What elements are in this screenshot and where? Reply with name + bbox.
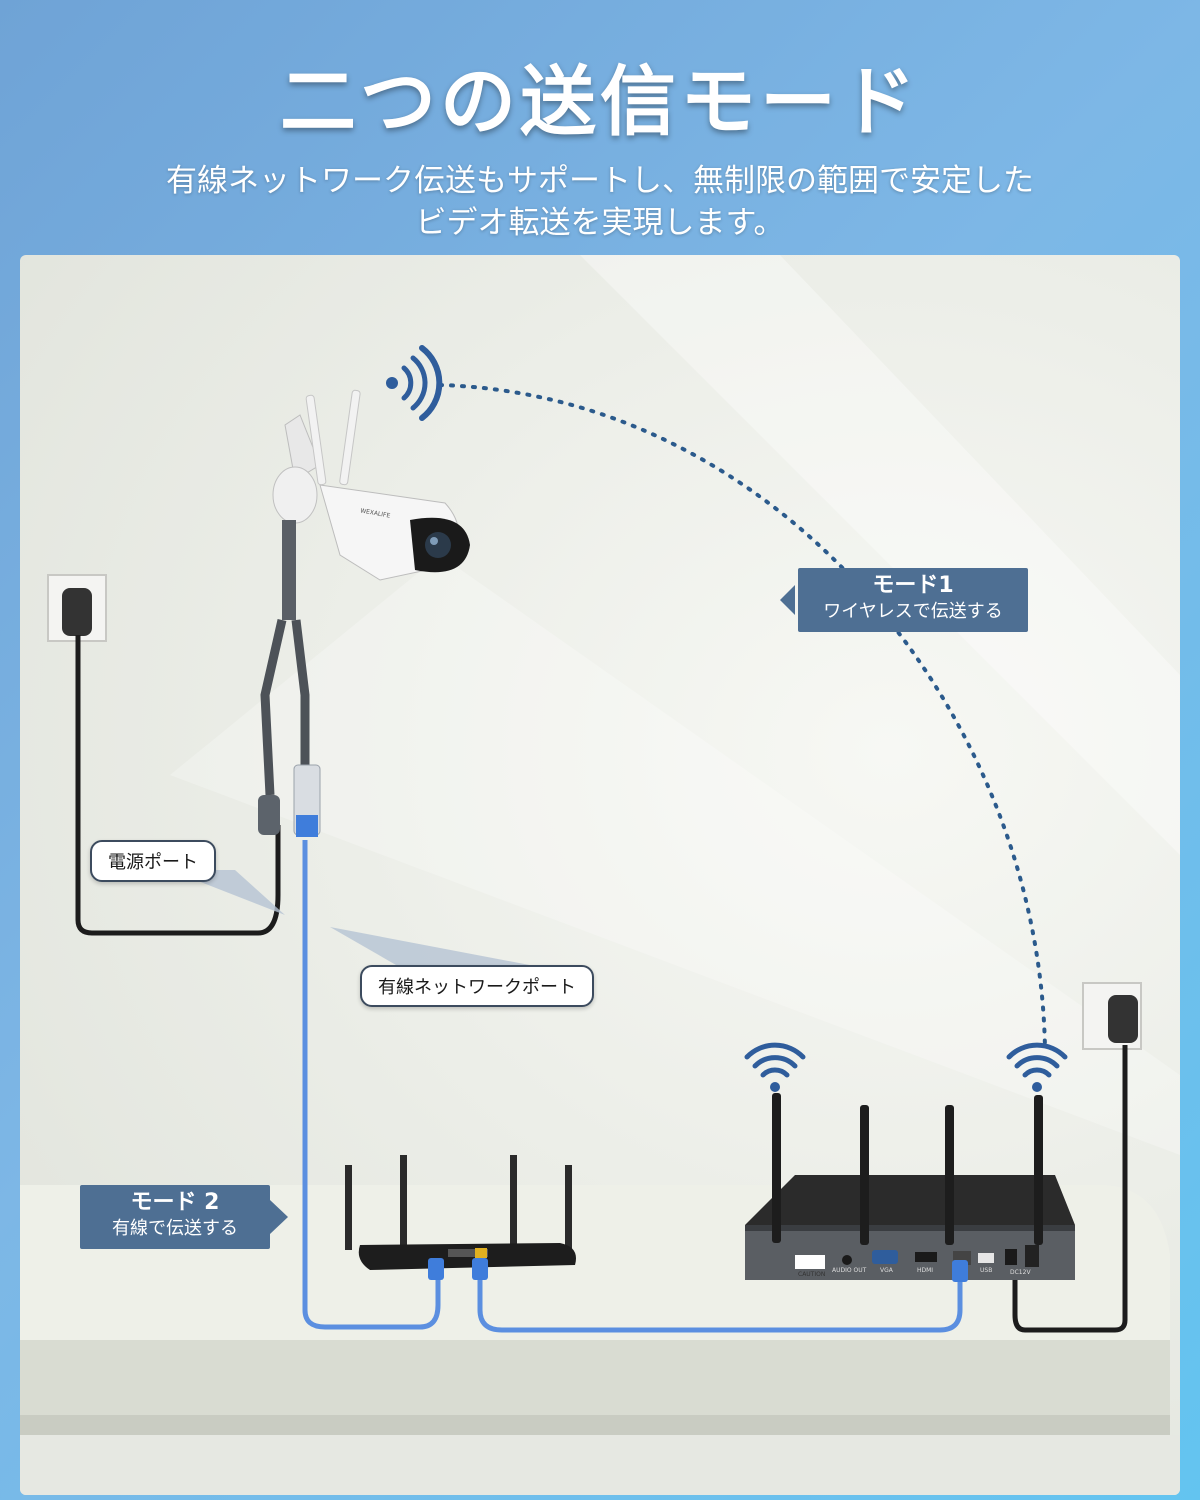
power-cable-right bbox=[1012, 1045, 1128, 1333]
subtitle-line-2: ビデオ転送を実現します。 bbox=[415, 205, 785, 241]
wifi-icon bbox=[1006, 1042, 1068, 1092]
scene-illustration bbox=[20, 255, 1180, 1495]
light-ray bbox=[580, 255, 1180, 855]
wifi-signal-icon bbox=[386, 345, 443, 421]
nvr-label-audio-out: AUDIO OUT bbox=[832, 1267, 867, 1274]
page-title: 二つの送信モード bbox=[280, 57, 920, 146]
wireless-dotted-path bbox=[438, 383, 1047, 1052]
mode2-title: モード 2 bbox=[130, 1190, 220, 1215]
scene-panel: CAUTION AUDIO OUT VGA HDMI USB DC12V WEX… bbox=[20, 255, 1180, 1495]
mode1-subtitle: ワイヤレスで伝送する bbox=[823, 601, 1003, 622]
nvr-label-caution: CAUTION bbox=[798, 1271, 826, 1278]
wifi-icon bbox=[744, 1042, 806, 1092]
wall-outlet-left bbox=[47, 574, 107, 642]
mode1-callout: モード1 ワイヤレスで伝送する bbox=[798, 568, 1028, 632]
camera bbox=[258, 389, 470, 837]
light-ray bbox=[170, 555, 1180, 1155]
mode1-title: モード1 bbox=[872, 573, 954, 598]
pointer-mode2 bbox=[270, 1200, 288, 1234]
camera-cable bbox=[282, 520, 296, 620]
power-port-label: 電源ポート bbox=[90, 840, 216, 882]
table-front bbox=[20, 1340, 1170, 1415]
nvr-label-usb: USB bbox=[980, 1267, 993, 1274]
pointer-network-port bbox=[330, 927, 540, 973]
ethernet-cable-nvr bbox=[477, 1275, 963, 1333]
floor-shadow bbox=[20, 1435, 1180, 1495]
mode2-callout: モード 2 有線で伝送する bbox=[80, 1185, 270, 1249]
subtitle-line-1: 有線ネットワーク伝送もサポートし、無制限の範囲で安定した bbox=[166, 163, 1034, 199]
mode2-subtitle: 有線で伝送する bbox=[112, 1218, 238, 1239]
page-subtitle: 有線ネットワーク伝送もサポートし、無制限の範囲で安定した ビデオ転送を実現します… bbox=[0, 160, 1200, 244]
ethernet-cable-camera bbox=[302, 840, 441, 1330]
wall-outlet-right bbox=[1082, 982, 1142, 1050]
nvr-recorder bbox=[745, 1093, 1075, 1282]
table-edge bbox=[20, 1415, 1170, 1435]
power-plug bbox=[258, 795, 280, 835]
pointer-mode1 bbox=[780, 585, 795, 615]
nvr-label-vga: VGA bbox=[880, 1267, 893, 1274]
nvr-label-hdmi: HDMI bbox=[917, 1267, 934, 1274]
router bbox=[345, 1155, 576, 1280]
network-port-label: 有線ネットワークポート bbox=[360, 965, 594, 1007]
nvr-label-dc: DC12V bbox=[1010, 1269, 1031, 1276]
